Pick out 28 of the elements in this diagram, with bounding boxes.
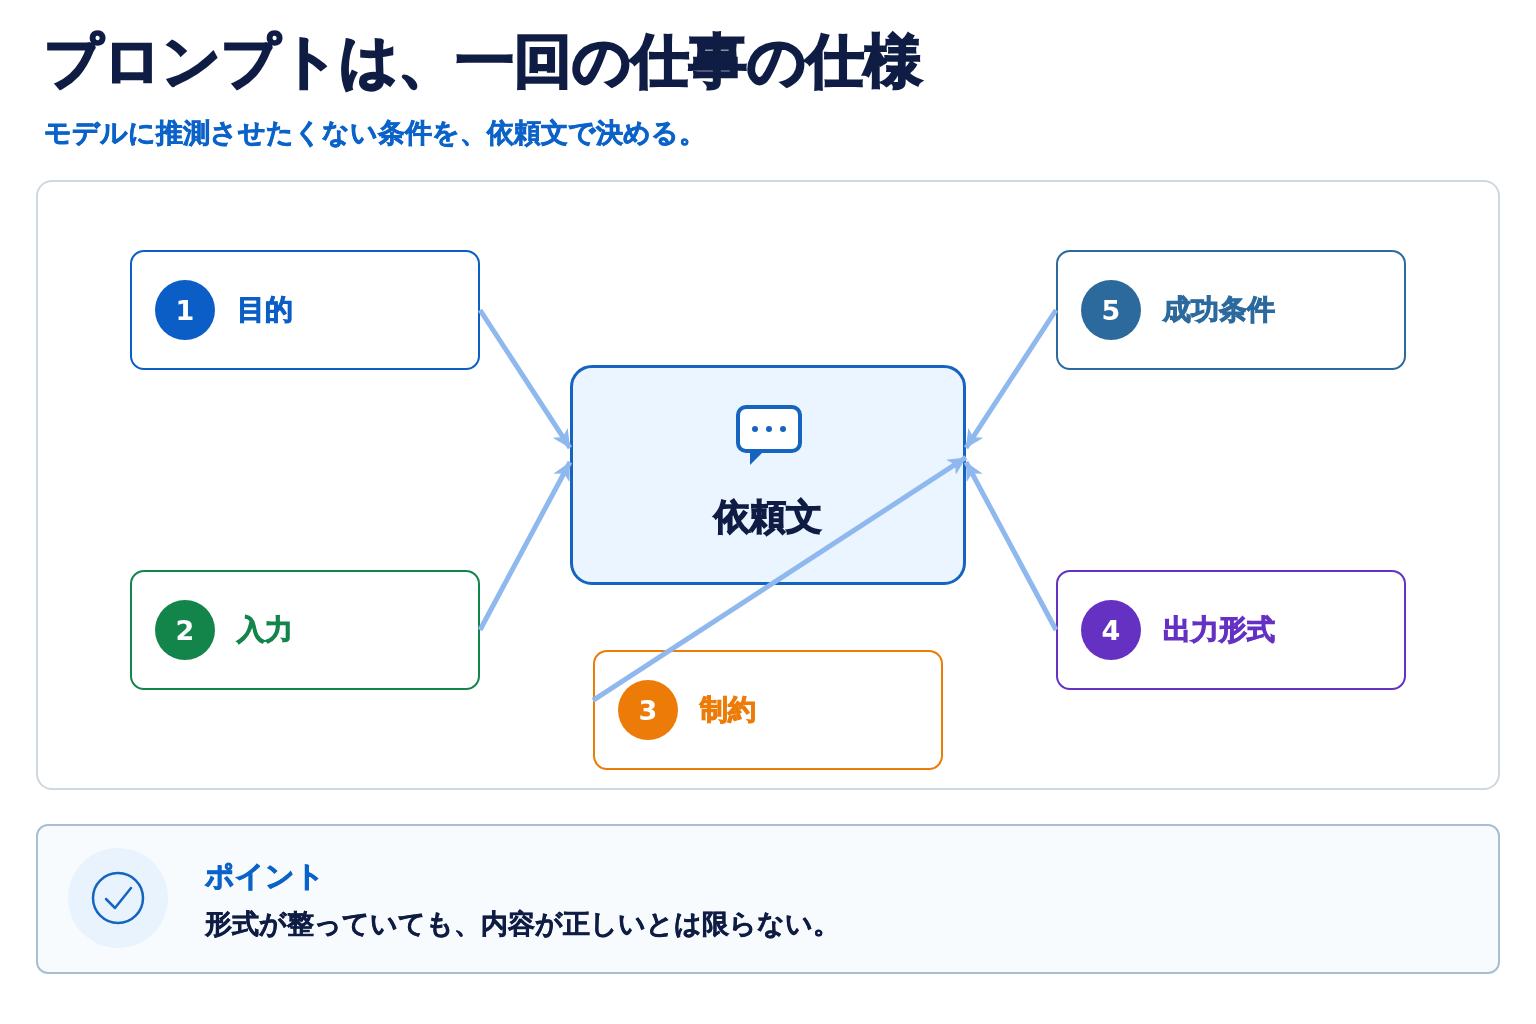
box-label: 依頼文: [714, 495, 822, 539]
number-badge: 5: [1081, 280, 1141, 340]
item-label: 成功条件: [1163, 292, 1275, 328]
item-box: [1056, 250, 1406, 370]
item-label: 目的: [237, 292, 293, 328]
number-badge: 2: [155, 600, 215, 660]
number-badge: 1: [155, 280, 215, 340]
note-heading: ポイント: [205, 858, 325, 894]
note-box: [36, 824, 1500, 974]
arrow: [591, 455, 968, 703]
item-label: 出力形式: [1163, 612, 1275, 648]
item-box: [130, 570, 480, 690]
number-badge: 4: [1081, 600, 1141, 660]
request-box: [570, 365, 966, 585]
arrow: [963, 460, 1059, 632]
item-label: 制約: [700, 692, 756, 728]
title: プロンプトは、一回の仕事の仕様: [44, 26, 922, 97]
item-box: [1056, 570, 1406, 690]
number-badge: 3: [618, 680, 678, 740]
item-box: [593, 650, 943, 770]
diagram-panel: [36, 180, 1500, 790]
arrow: [477, 460, 573, 632]
subtitle: モデルに推測させたくない条件を、依頼文で決める。: [44, 116, 706, 150]
item-label: 入力: [237, 612, 293, 648]
arrow: [477, 308, 573, 450]
item-box: [130, 250, 480, 370]
arrow: [963, 308, 1059, 450]
note-text: 形式が整っていても、内容が正しいとは限らない。: [205, 907, 840, 941]
